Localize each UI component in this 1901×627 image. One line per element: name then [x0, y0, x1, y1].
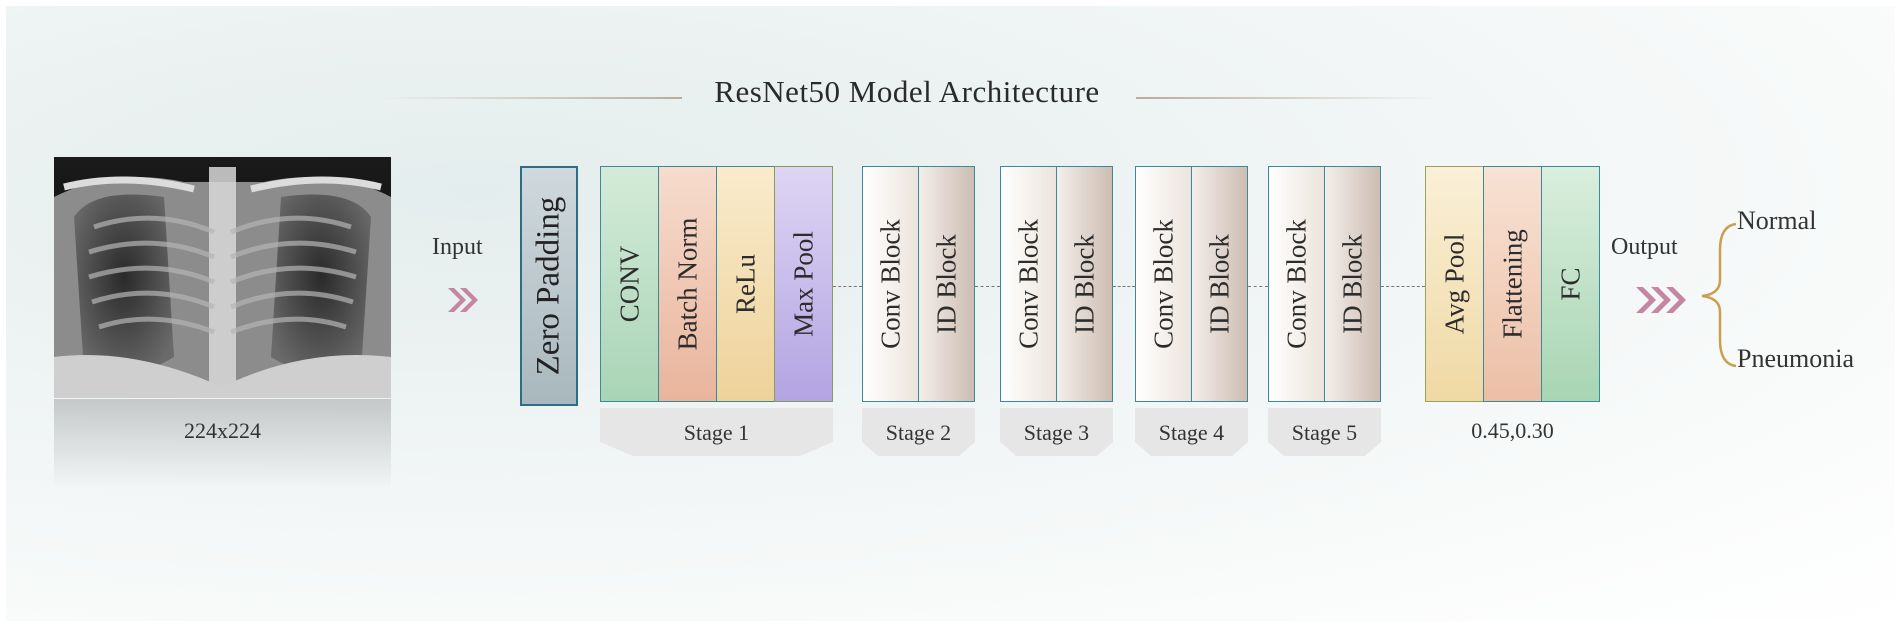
stage-3-conv-block: Conv Block [1000, 166, 1057, 402]
stage-3-id-label: ID Block [1069, 234, 1099, 334]
input-size-label: 224x224 [184, 418, 261, 443]
avg-pool-layer: Avg Pool [1425, 166, 1484, 402]
xray-reflection [54, 399, 391, 489]
conv-layer: CONV [600, 166, 659, 402]
stage-2-tab: Stage 2 [862, 408, 975, 456]
head-values-label: 0.45,0.30 [1471, 418, 1554, 443]
diagram-title: ResNet50 Model Architecture [714, 74, 1100, 109]
output-class-pneumonia: Pneumonia [1737, 344, 1854, 373]
connector-2 [975, 286, 1000, 287]
stage-3-id-block: ID Block [1056, 166, 1113, 402]
stage-1-tab: Stage 1 [600, 408, 833, 456]
output-class-normal: Normal [1737, 206, 1817, 235]
stage-4-tab: Stage 4 [1135, 408, 1248, 456]
stage-5-conv-label: Conv Block [1281, 219, 1311, 349]
zero-padding-layer: Zero Padding [520, 166, 578, 406]
stage-3-label: Stage 3 [1023, 420, 1090, 445]
input-label: Input [432, 234, 483, 260]
stage-5-conv-block: Conv Block [1268, 166, 1325, 402]
stage-5-id-block: ID Block [1324, 166, 1381, 402]
avg-pool-label: Avg Pool [1439, 233, 1469, 335]
stage-2-conv-block: Conv Block [862, 166, 919, 402]
stage-4-conv-block: Conv Block [1135, 166, 1192, 402]
chest-xray-image [54, 157, 391, 398]
connector-5 [1381, 286, 1425, 287]
relu-label: ReLu [730, 254, 760, 314]
zero-padding-label: Zero Padding [530, 196, 567, 376]
stage-4-id-label: ID Block [1204, 234, 1234, 334]
stage-5-tab: Stage 5 [1268, 408, 1381, 456]
connector-4 [1248, 286, 1268, 287]
stage-2-id-block: ID Block [918, 166, 975, 402]
title-rule-right [1136, 97, 1436, 99]
diagram-panel: ResNet50 Model Architecture [6, 6, 1895, 621]
max-pool-label: Max Pool [788, 231, 818, 337]
conv-label: CONV [614, 245, 644, 323]
stage-5-label: Stage 5 [1291, 420, 1358, 445]
connector-3 [1113, 286, 1135, 287]
output-chevron-icon [1636, 287, 1686, 313]
stage-5-id-label: ID Block [1337, 234, 1367, 334]
stage-2-id-label: ID Block [931, 234, 961, 334]
fc-layer: FC [1541, 166, 1600, 402]
fc-label: FC [1555, 267, 1585, 301]
stage-4-conv-label: Conv Block [1148, 219, 1178, 349]
stage-4-label: Stage 4 [1158, 420, 1225, 445]
stage-2-label: Stage 2 [885, 420, 952, 445]
output-label: Output [1611, 234, 1678, 260]
connector-1 [833, 286, 862, 287]
output-brace-icon [1701, 222, 1737, 368]
title-rule-left [382, 97, 682, 99]
stage-3-tab: Stage 3 [1000, 408, 1113, 456]
batch-norm-label: Batch Norm [672, 217, 702, 351]
stage-1-label: Stage 1 [683, 420, 750, 445]
flattening-label: Flattening [1497, 229, 1527, 339]
stage-4-id-block: ID Block [1191, 166, 1248, 402]
relu-layer: ReLu [716, 166, 775, 402]
batch-norm-layer: Batch Norm [658, 166, 717, 402]
max-pool-layer: Max Pool [774, 166, 833, 402]
title-row: ResNet50 Model Architecture [6, 74, 1895, 114]
stage-3-conv-label: Conv Block [1013, 219, 1043, 349]
stage-2-conv-label: Conv Block [875, 219, 905, 349]
input-chevron-icon [448, 288, 478, 312]
flattening-layer: Flattening [1483, 166, 1542, 402]
